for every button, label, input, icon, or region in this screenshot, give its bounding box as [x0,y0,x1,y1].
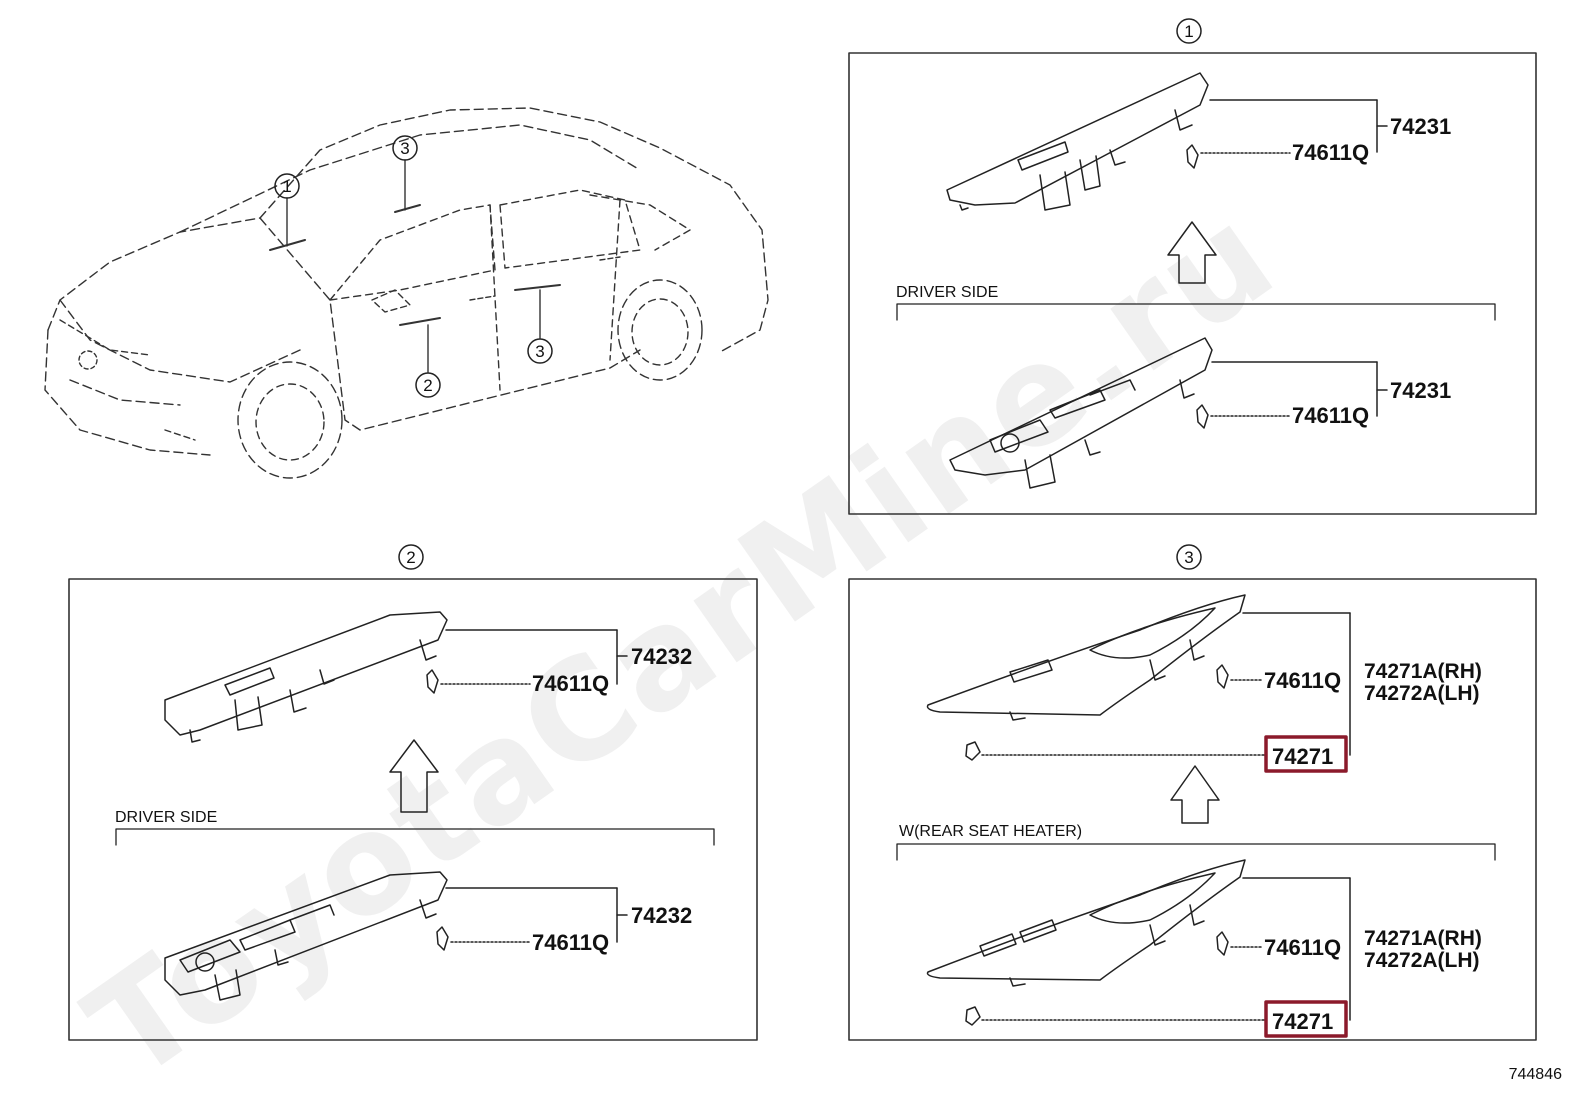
panel-1-upper-clip-icon [1186,144,1199,169]
panel-2-section-label: DRIVER SIDE [115,809,217,826]
panel-2-frame [68,578,758,1041]
car-callout-2-circle [415,372,441,398]
panel-1-section-label: DRIVER SIDE [896,284,998,301]
panel-3-frame [848,578,1537,1041]
panel-3-lower-pin-icon [965,1006,981,1026]
panel-3-upper-part-pin: 74271 [1272,744,1333,769]
diagram-reference-number: 744846 [1509,1066,1562,1083]
panel-2-up-arrow-icon [389,739,439,813]
panel-3-lower-part-rh: 74271A(RH) [1364,927,1482,950]
panel-1-frame [848,52,1537,515]
panel-2-lower-clip-icon [436,926,449,951]
panel-1-upper-part-main: 74231 [1390,114,1451,139]
car-callout-1: 1 [282,177,291,196]
panel-3-upper-part-lh: 74272A(LH) [1364,682,1480,705]
panel-3-upper-switch [926,594,1246,721]
panel-2-upper-switch [164,611,448,743]
panel-3-upper-part-clip: 74611Q [1264,668,1341,693]
panel-2-lower-part-clip: 74611Q [532,930,609,955]
panel-3-upper-part-rh: 74271A(RH) [1364,660,1482,683]
panel-3-up-arrow-icon [1170,765,1220,824]
panel-3-lower-part-clip: 74611Q [1264,935,1341,960]
panel-3-lower-part-lh: 74272A(LH) [1364,949,1480,972]
panel-2-lower-part-main: 74232 [631,903,692,928]
panel-2-upper-part-main: 74232 [631,644,692,669]
panel-2-callout: 2 [406,548,415,567]
panel-1-upper-part-clip: 74611Q [1292,140,1369,165]
panel-2-upper-clip-icon [426,669,439,694]
panel-3-callout: 3 [1184,548,1193,567]
panel-1-up-arrow-icon [1167,221,1217,284]
panel-3-lower-clip-icon [1216,931,1229,956]
panel-3-upper-pin-icon [965,741,981,761]
panel-2-upper-part-clip: 74611Q [532,671,609,696]
panel-2: 2 74232 74611Q DRIVER SIDE [68,544,758,1041]
car-callout-1-circle [274,173,300,199]
panel-1: 1 74231 74611Q DRIVER SIDE [848,18,1537,515]
car-callout-2: 2 [423,376,432,395]
car-callout-3: 3 [535,342,544,361]
car-illustration [44,107,769,479]
car-callout-3-circle-top [392,135,418,161]
panel-1-lower-clip-icon [1196,404,1209,429]
panel-3-lower-pin-highlight [1264,1000,1348,1038]
panel-1-callout: 1 [1184,22,1193,41]
panel-3-upper-clip-icon [1216,664,1229,689]
panel-3-section-label: W(REAR SEAT HEATER) [899,823,1082,840]
car-callout-3-top: 3 [400,139,409,158]
panel-3-lower-part-pin: 74271 [1272,1009,1333,1034]
panel-1-lower-switch [949,337,1213,489]
panel-1-lower-part-clip: 74611Q [1292,403,1369,428]
panel-2-lower-switch [164,871,448,1001]
panel-3-lower-switch [926,859,1246,987]
panel-1-lower-part-main: 74231 [1390,378,1451,403]
panel-3-upper-pin-highlight [1264,735,1348,773]
car-callout-3-circle [527,338,553,364]
panel-3: 3 74611Q 74271A(RH) 74272A(LH) 74271 [848,544,1537,1041]
panel-1-upper-switch [946,72,1209,211]
